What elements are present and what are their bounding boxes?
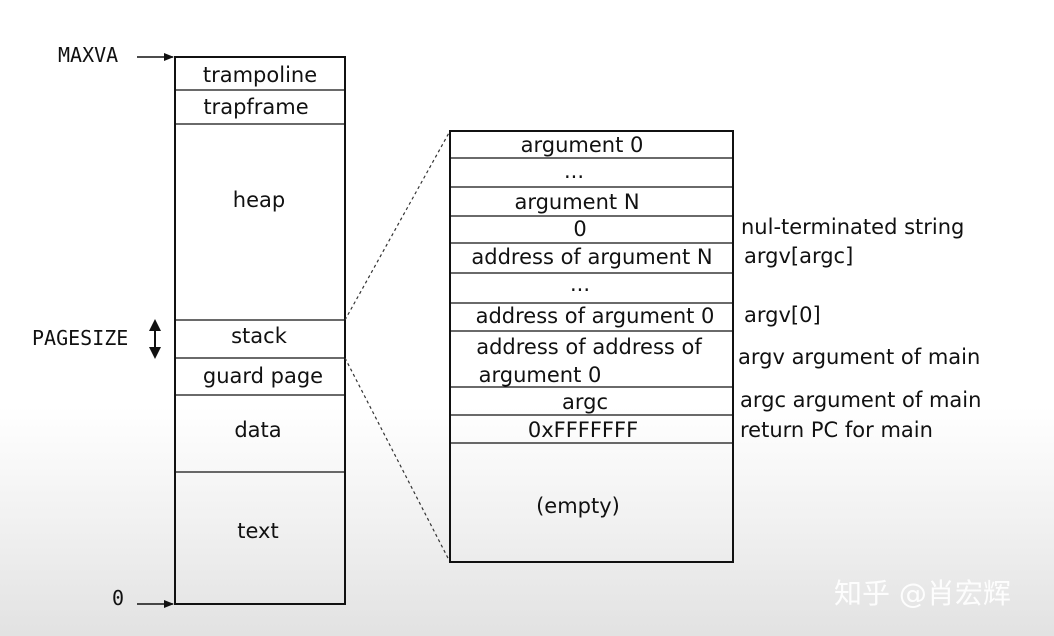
- zero-label: 0: [112, 586, 124, 610]
- address-space-column: trampoline trapframe heap stack guard pa…: [174, 56, 346, 605]
- segment-heap: heap: [233, 188, 285, 212]
- zoom-line-top: [344, 130, 451, 321]
- segment-data: data: [234, 418, 281, 442]
- stack-row-ellipsis-2: ...: [570, 272, 590, 296]
- note-return-pc: return PC for main: [740, 418, 933, 442]
- stack-row-address-argument-0: address of argument 0: [476, 304, 715, 328]
- stack-row-address-of-address-line2: argument 0: [479, 363, 602, 387]
- pagesize-label: PAGESIZE: [32, 326, 128, 350]
- address-space-outline: [174, 56, 346, 605]
- maxva-label: MAXVA: [58, 43, 118, 67]
- segment-guard-page: guard page: [203, 364, 323, 388]
- watermark-text: 知乎 @肖宏辉: [834, 577, 1011, 610]
- note-argv-0: argv[0]: [744, 303, 821, 327]
- pagesize-double-arrow-icon: [149, 319, 161, 359]
- note-argv-argc: argv[argc]: [744, 244, 853, 268]
- stack-row-empty: (empty): [536, 494, 620, 518]
- note-nul-terminated: nul-terminated string: [741, 215, 964, 239]
- segment-text: text: [237, 519, 278, 543]
- stack-row-address-argument-n: address of argument N: [471, 245, 712, 269]
- stack-row-address-of-address: address of address of: [476, 335, 702, 359]
- stack-row-argument-n: argument N: [514, 190, 639, 214]
- segment-trampoline: trampoline: [203, 63, 317, 87]
- stack-row-argument-0: argument 0: [521, 133, 644, 157]
- segment-stack: stack: [231, 324, 288, 348]
- stack-row-return-pc: 0xFFFFFFF: [528, 418, 638, 442]
- note-argc-argument: argc argument of main: [740, 388, 981, 412]
- stack-detail-box: argument 0 ... argument N 0 address of a…: [449, 130, 734, 563]
- note-argv-argument: argv argument of main: [738, 345, 980, 369]
- stack-row-zero: 0: [573, 217, 586, 241]
- zoom-line-bottom: [344, 357, 451, 563]
- segment-trapframe: trapframe: [203, 95, 308, 119]
- stack-detail-outline: [449, 130, 734, 563]
- stack-row-argc: argc: [562, 390, 608, 414]
- stack-row-ellipsis-1: ...: [564, 159, 584, 183]
